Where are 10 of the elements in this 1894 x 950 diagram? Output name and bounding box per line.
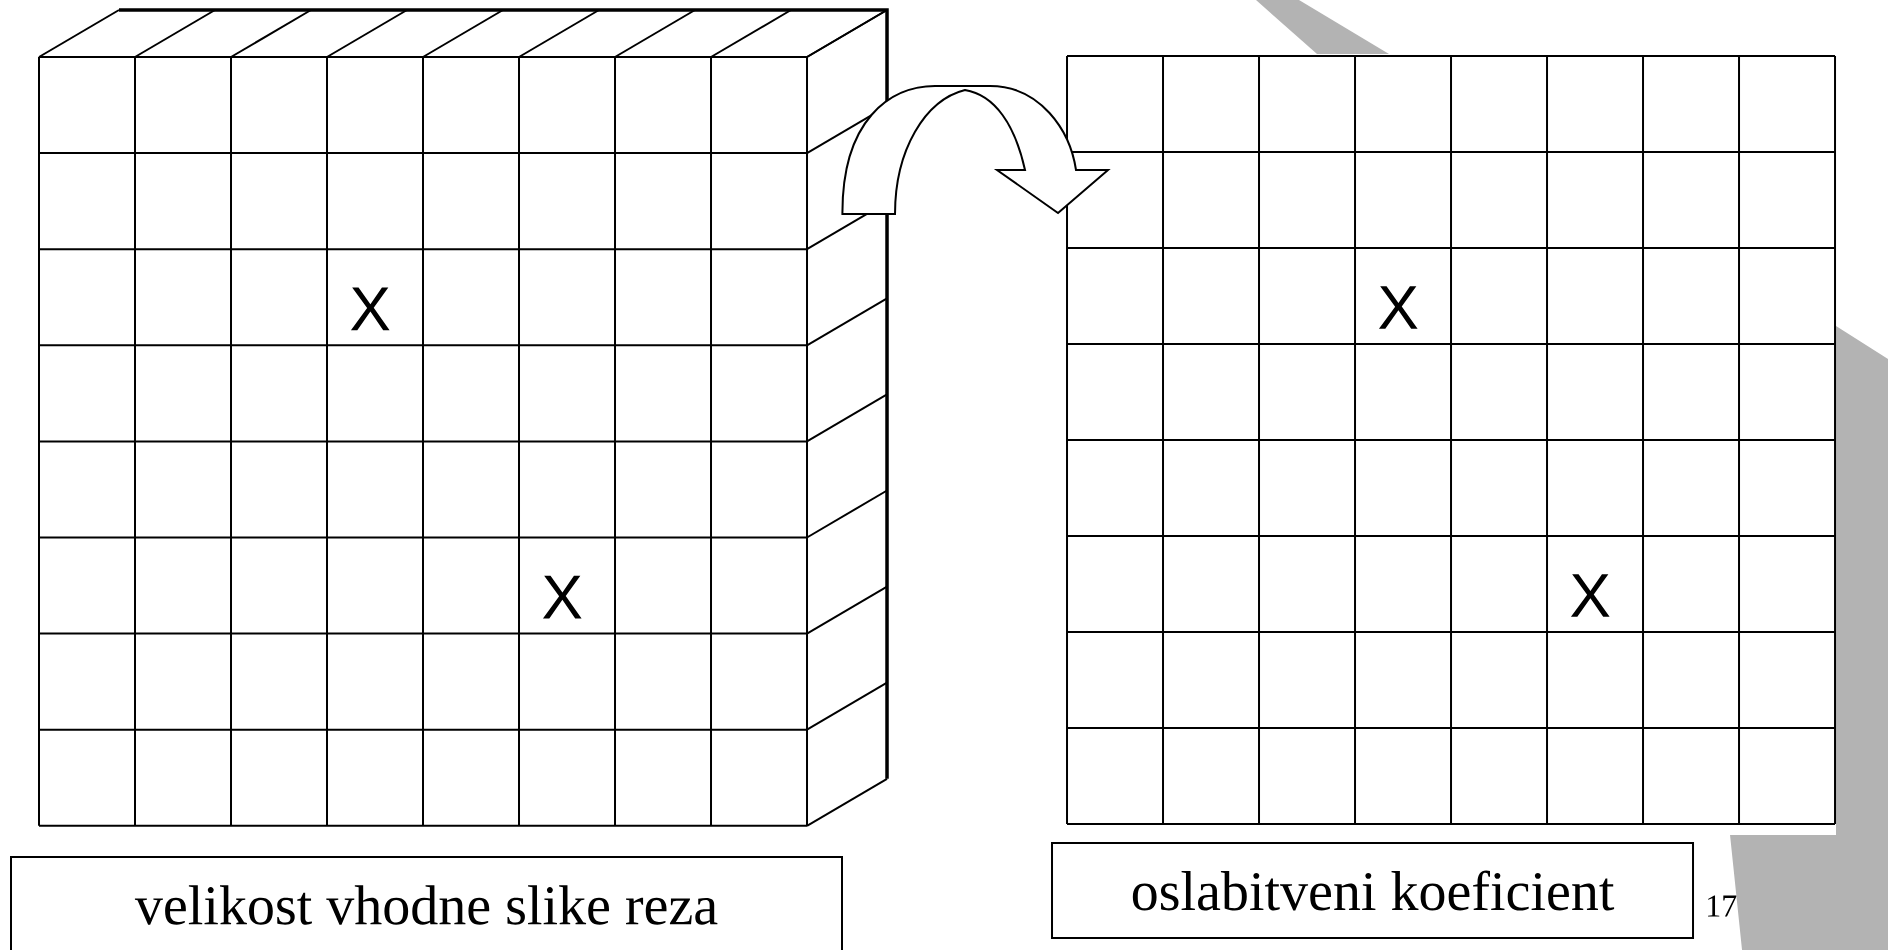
page-number: 17 — [1708, 895, 1737, 917]
cell-mark: X — [542, 575, 582, 619]
label-box: velikost vhodne slike reza — [10, 856, 843, 950]
curved-arrow — [841, 85, 1109, 215]
cell-mark: X — [1378, 286, 1418, 329]
grid-drawing — [38, 8, 889, 827]
grid-drawing — [1066, 55, 1837, 825]
label-box: oslabitveni koeficient — [1051, 842, 1694, 939]
cell-mark: X — [1570, 574, 1610, 617]
cell-mark: X — [350, 287, 390, 331]
